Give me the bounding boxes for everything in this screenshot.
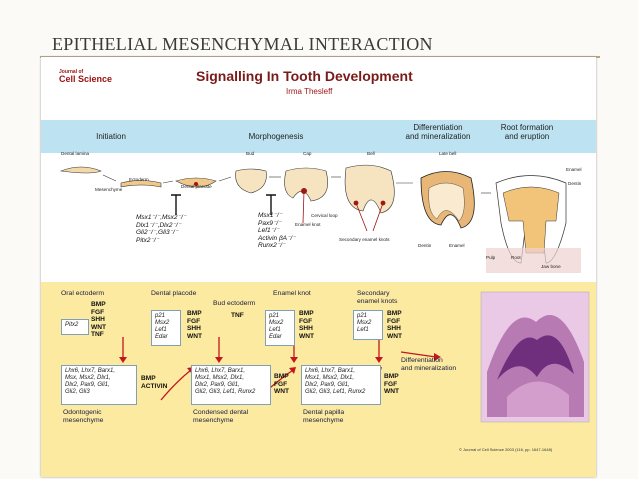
signals-knot: BMP FGF SHH WNT xyxy=(299,310,315,340)
stage-root-formation: Root formation and eruption xyxy=(500,123,554,141)
stage-differentiation: Differentiation and mineralization xyxy=(405,123,471,141)
label-condensed-mesenchyme: Condensed dental mesenchyme xyxy=(193,409,249,424)
label-root: Root xyxy=(511,255,521,260)
label-pulp: Pulp xyxy=(486,255,496,260)
label-dentin: Dentin xyxy=(568,181,582,186)
label-enamel: Enamel xyxy=(566,167,582,172)
label-bell: Bell xyxy=(367,151,375,156)
label-cervical-loop: Cervical loop xyxy=(311,213,338,218)
papilla-genes-box: Lhx6, Lhx7, Barx1, Msx1, Msx2, Dlx1, Dlx… xyxy=(301,365,381,405)
label-dental-placode: Dental placode xyxy=(181,184,212,189)
label-secondary-knots: Secondary enamel knots xyxy=(357,290,398,305)
stage-initiation: Initiation xyxy=(96,132,126,141)
signals-condensed: BMP FGF WNT xyxy=(274,373,290,396)
label-papilla-mesenchyme: Dental papilla mesenchyme xyxy=(303,409,345,424)
label-dentin-2: Dentin xyxy=(418,243,432,248)
label-bud: Bud xyxy=(246,151,255,156)
secondary-genes-box: p21 Msx2 Lef1 xyxy=(353,310,383,340)
mutants-morphogenesis: Msx1⁻/⁻ Pax9⁻/⁻ Lef1⁻/⁻ Activin βA⁻/⁻ Ru… xyxy=(258,212,296,249)
knot-genes-box: p21 Msx2 Lef1 Edar xyxy=(265,310,295,346)
label-dental-placode-panel: Dental placode xyxy=(151,290,197,297)
signals-placode: BMP FGF SHH WNT xyxy=(187,310,203,340)
pitx2-box: Pitx2 xyxy=(61,319,89,335)
stage-morphogenesis: Morphogenesis xyxy=(248,132,304,141)
label-enamel-2: Enamel xyxy=(449,243,465,248)
label-differentiation-mineralization: Differentiation and mineralization xyxy=(401,357,457,372)
signals-papilla: BMP FGF WNT xyxy=(384,373,400,396)
condensed-genes-box: Lhx6, Lhx7, Barx1, Msx1, Msx2, Dlx1, Dlx… xyxy=(191,365,271,405)
poster-image: Journal of Cell Science Signalling In To… xyxy=(41,57,596,477)
label-secondary-enamel-knots: Secondary enamel knots xyxy=(339,237,390,242)
label-bud-ectoderm: Bud ectoderm xyxy=(213,300,256,307)
label-dental-lamina: Dental lamina xyxy=(61,151,90,156)
label-oral-ectoderm: Oral ectoderm xyxy=(61,290,105,297)
signalling-arrows xyxy=(119,291,590,423)
placode-genes-box: p21 Msx2 Lef1 Edar xyxy=(151,310,181,346)
poster-title: Signalling In Tooth Development xyxy=(196,68,413,84)
label-enamel-knot-panel: Enamel knot xyxy=(273,290,311,297)
label-ectoderm: Ectoderm xyxy=(129,177,149,182)
poster-author: Irma Thesleff xyxy=(286,87,333,96)
label-odontogenic-mesenchyme: Odontogenic mesenchyme xyxy=(63,409,104,424)
copyright-credit: © Journal of Cell Science 2003 (116, pp.… xyxy=(459,447,553,452)
odontogenic-genes-box: Lhx6, Lhx7, Barx1, Msx, Msx2, Dlx1, Dlx2… xyxy=(61,365,137,405)
journal-logo-line1: Journal of xyxy=(59,69,84,75)
label-late-bell: Late bell xyxy=(439,151,457,156)
label-enamel-knot: Enamel knot xyxy=(295,222,321,227)
signals-oral: BMP FGF SHH WNT TNF xyxy=(91,301,107,339)
signals-odontogenic: BMP ACTIVIN xyxy=(141,375,168,390)
signals-secondary: BMP FGF SHH WNT xyxy=(387,310,403,340)
journal-logo-line2: Cell Science xyxy=(59,74,113,84)
label-jaw-bone: Jaw bone xyxy=(541,264,561,269)
stage-band xyxy=(41,120,596,153)
mutants-initiation: Msx1⁻/⁻,Msx2⁻/⁻ Dlx1⁻/⁻,Dlx2⁻/⁻ Gli2⁻/⁻,… xyxy=(136,214,187,244)
label-cap: Cap xyxy=(303,151,312,156)
signals-bud: TNF xyxy=(231,312,244,319)
label-mesenchyme: Mesenchyme xyxy=(95,187,123,192)
slide-title: EPITHELIAL MESENCHYMAL INTERACTION xyxy=(52,34,433,54)
tooth-stages-illustration xyxy=(59,164,581,273)
